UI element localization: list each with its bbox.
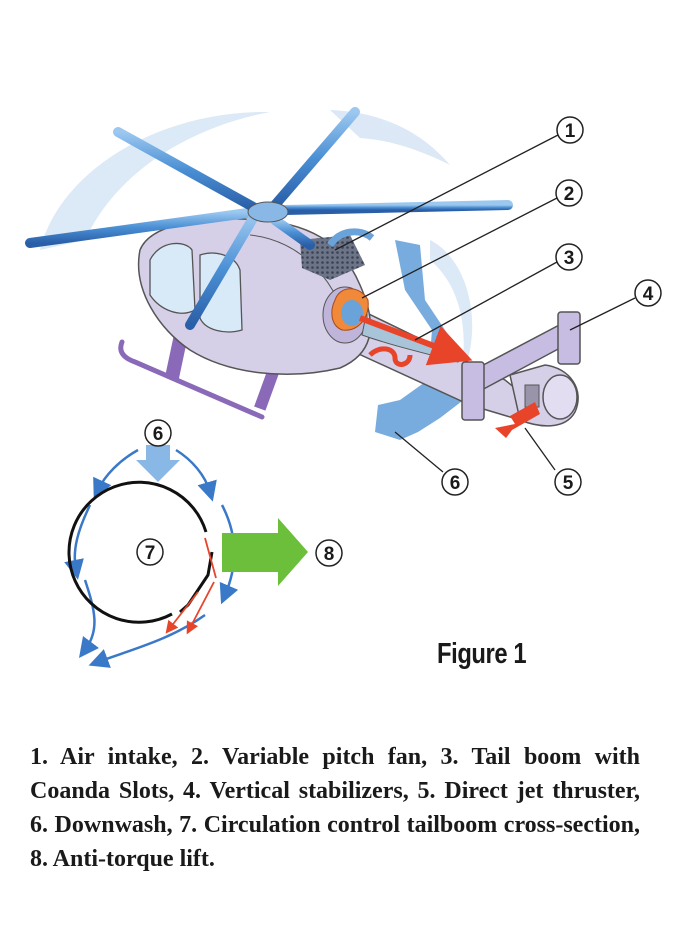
svg-text:7: 7 <box>145 543 156 564</box>
fuselage <box>137 218 372 375</box>
callout-2: 2 <box>555 179 583 207</box>
helicopter-diagram: 1 2 3 4 5 6 6 7 <box>25 107 662 668</box>
variable-pitch-fan <box>331 288 369 331</box>
callout-3: 3 <box>555 243 583 271</box>
svg-text:6: 6 <box>153 424 164 445</box>
svg-text:6: 6 <box>450 473 461 494</box>
tail-boom <box>338 298 579 427</box>
rotor-hub <box>247 201 289 223</box>
svg-text:2: 2 <box>564 184 575 205</box>
svg-text:4: 4 <box>643 284 654 305</box>
coanda-duct <box>358 315 473 367</box>
callout-inset-7: 7 <box>136 538 164 566</box>
leader-lines <box>334 134 636 473</box>
callout-inset-6: 6 <box>144 419 172 447</box>
callout-5: 5 <box>554 468 582 496</box>
cross-section-inset <box>64 445 308 668</box>
main-rotor <box>25 107 513 330</box>
anti-torque-lift-arrow <box>222 518 308 586</box>
downwash-inset-arrow <box>136 445 180 482</box>
callout-inset-8: 8 <box>315 539 343 567</box>
figure-caption: 1. Air intake, 2. Variable pitch fan, 3.… <box>30 744 640 872</box>
rotor-blur <box>40 110 473 380</box>
svg-text:1: 1 <box>565 121 576 142</box>
callout-6: 6 <box>441 468 469 496</box>
figure-title: Figure 1 <box>437 638 527 670</box>
svg-text:5: 5 <box>563 473 574 494</box>
jet-thrust-arrow <box>495 402 540 438</box>
callout-1: 1 <box>556 116 584 144</box>
svg-text:3: 3 <box>564 248 575 269</box>
vertical-stabilizers <box>461 311 581 421</box>
callout-4: 4 <box>634 279 662 307</box>
svg-text:8: 8 <box>324 544 335 565</box>
air-intake <box>300 235 365 280</box>
